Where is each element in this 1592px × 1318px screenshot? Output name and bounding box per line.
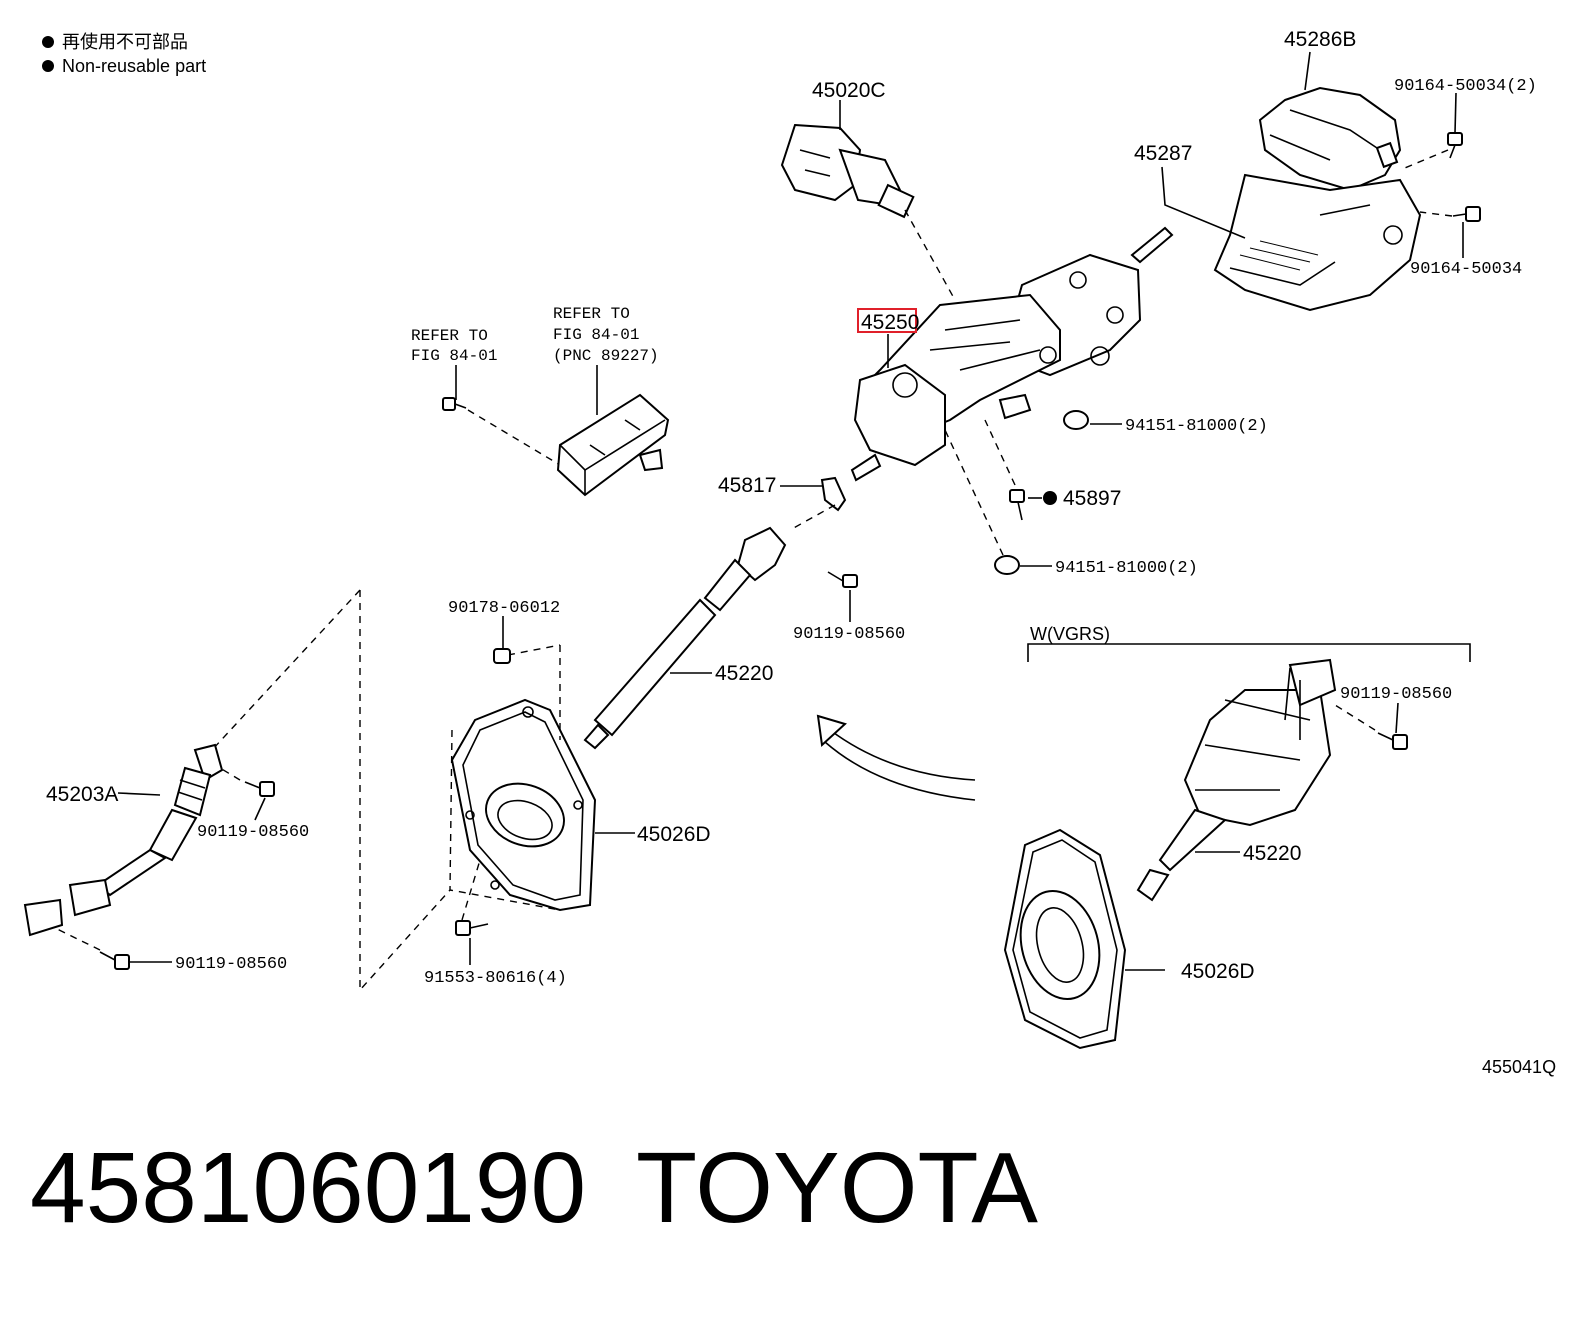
screw-icon <box>1447 132 1463 159</box>
label-45817: 45817 <box>718 474 776 497</box>
curved-arrow-icon <box>829 729 976 781</box>
label-45286B: 45286B <box>1284 28 1356 51</box>
non-reusable-dot-icon <box>42 60 54 72</box>
label-90119-08560-vgrs: 90119-08560 <box>1340 685 1452 704</box>
refer2-line2: FIG 84-01 <box>553 326 639 344</box>
label-90119-08560-bot: 90119-08560 <box>175 955 287 974</box>
steering-lock-45020C <box>780 123 915 219</box>
label-90178-06012: 90178-06012 <box>448 599 560 618</box>
lower-shaft-45203A <box>23 743 224 937</box>
label-45250: 45250 <box>861 311 919 334</box>
part-number-caption: 4581060190 <box>30 1132 586 1244</box>
nut-icon <box>994 555 1020 575</box>
nut-icon <box>493 648 511 664</box>
bolt-icon <box>1377 732 1408 750</box>
steering-column-45250 <box>850 226 1174 482</box>
label-90119-08560-mid: 90119-08560 <box>197 823 309 842</box>
highlight-box-45250 <box>857 308 917 333</box>
label-94151-81000-b: 94151-81000(2) <box>1055 559 1198 578</box>
legend-jp: 再使用不可部品 <box>62 32 188 52</box>
label-45220-main: 45220 <box>715 662 773 685</box>
dust-cover-45026D-vgrs <box>1003 828 1127 1050</box>
label-90164-50034-2: 90164-50034(2) <box>1394 77 1537 96</box>
label-94151-81000-a: 94151-81000(2) <box>1125 417 1268 436</box>
label-45026D-vgrs: 45026D <box>1181 960 1255 983</box>
screw-icon <box>1452 206 1481 222</box>
label-90164-50034: 90164-50034 <box>1410 260 1522 279</box>
dust-cover-45026D-main <box>450 698 597 912</box>
label-w-vgrs: W(VGRS) <box>1030 624 1110 644</box>
bolt-icon <box>244 781 275 797</box>
part-45817 <box>820 476 847 512</box>
refer1-line1: REFER TO <box>411 327 488 345</box>
column-cover-upper <box>1258 86 1402 192</box>
label-45897: 45897 <box>1063 487 1121 510</box>
legend-en: Non-reusable part <box>62 56 206 76</box>
figure-code: 455041Q <box>1482 1057 1556 1077</box>
label-45020C: 45020C <box>812 79 886 102</box>
non-reusable-dot-icon <box>1043 491 1057 505</box>
brand-caption: TOYOTA <box>636 1132 1038 1244</box>
bolt-icon <box>827 571 858 588</box>
refer2-line1: REFER TO <box>553 305 630 323</box>
ecu-module-89227 <box>556 393 670 497</box>
column-cover-lower <box>1213 173 1422 312</box>
label-91553-80616-4: 91553-80616(4) <box>424 969 567 988</box>
label-90119-08560-top: 90119-08560 <box>793 625 905 644</box>
bolt-icon <box>442 397 467 411</box>
legend: 再使用不可部品 Non-reusable part <box>42 32 206 76</box>
vgrs-actuator <box>1136 658 1337 902</box>
bolt-icon <box>455 920 489 936</box>
label-45026D-main: 45026D <box>637 823 711 846</box>
refer1-line2: FIG 84-01 <box>411 347 497 365</box>
bolt-icon <box>1009 489 1025 521</box>
label-45220-vgrs: 45220 <box>1243 842 1301 865</box>
label-45287: 45287 <box>1134 142 1192 165</box>
nut-icon <box>1063 410 1089 430</box>
refer2-line3: (PNC 89227) <box>553 347 659 365</box>
non-reusable-dot-icon <box>42 36 54 48</box>
intermediate-shaft-45220 <box>583 526 787 750</box>
bolt-icon <box>99 951 130 970</box>
label-45203A: 45203A <box>46 783 118 806</box>
